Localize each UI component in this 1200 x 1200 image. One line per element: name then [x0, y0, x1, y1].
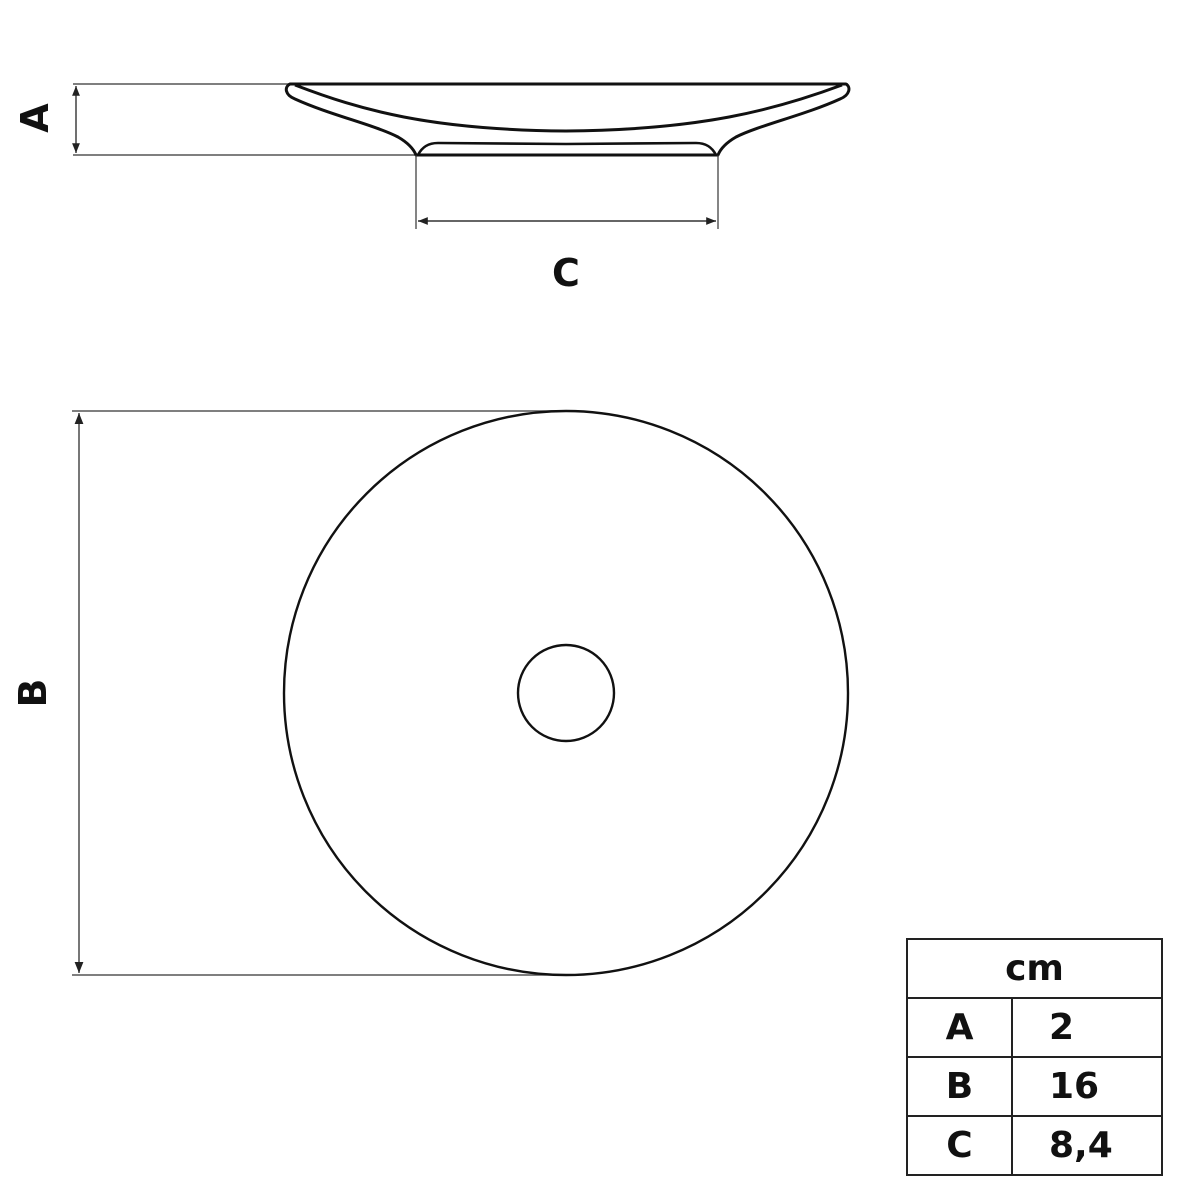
saucer-center-circle [516, 643, 616, 743]
table-row: B 16 [906, 1056, 1163, 1117]
saucer-foot-ring [416, 141, 718, 156]
table-row: C 8,4 [906, 1115, 1163, 1176]
saucer-outer-circle [282, 409, 850, 977]
unit-header: cm [906, 938, 1163, 999]
dimension-key: C [906, 1115, 1013, 1176]
dimension-key: A [906, 997, 1013, 1058]
dimension-value: 2 [1011, 997, 1163, 1058]
side-view: A C [13, 82, 851, 295]
table-row: A 2 [906, 997, 1163, 1058]
dimension-value: 8,4 [1011, 1115, 1163, 1176]
top-view: B [11, 409, 850, 977]
dimension-table: cm A 2 B 16 C 8,4 [906, 938, 1163, 1176]
saucer-bowl-curve [294, 83, 843, 133]
dimension-c-label: C [552, 251, 580, 295]
dimension-a-label: A [13, 103, 57, 133]
dimension-value: 16 [1011, 1056, 1163, 1117]
dimension-key: B [906, 1056, 1013, 1117]
dimension-b-label: B [11, 679, 55, 708]
